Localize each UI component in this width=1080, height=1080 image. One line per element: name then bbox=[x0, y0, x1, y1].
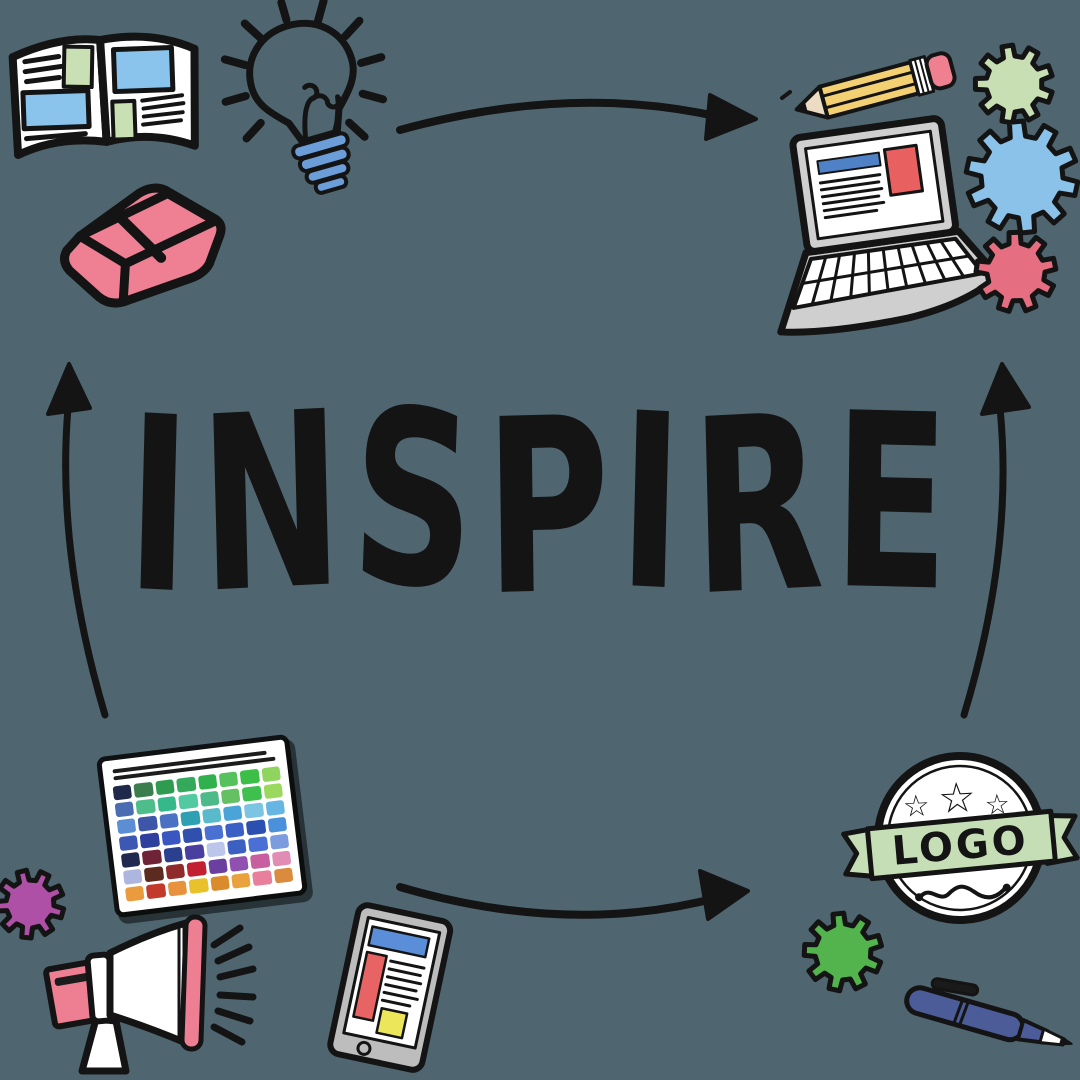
laptop-screen bbox=[789, 115, 959, 255]
pen-icon bbox=[904, 977, 1073, 1047]
palette-swatch bbox=[157, 796, 177, 813]
palette-swatch bbox=[161, 829, 182, 846]
star-icon: ☆ bbox=[937, 772, 977, 823]
palette-icon bbox=[101, 739, 303, 913]
gear-stack bbox=[963, 42, 1080, 314]
palette-swatch bbox=[114, 801, 135, 818]
gear-blue-icon bbox=[963, 118, 1080, 236]
palette-swatch bbox=[252, 869, 273, 887]
title-letter: P bbox=[482, 366, 615, 651]
palette-swatch bbox=[220, 788, 241, 805]
palette-swatch bbox=[228, 855, 249, 872]
title-letter: N bbox=[196, 359, 350, 649]
book-left-page bbox=[20, 44, 95, 142]
palette-swatch bbox=[124, 885, 145, 902]
gear-green-icon bbox=[801, 910, 885, 994]
palette-swatch bbox=[261, 766, 281, 783]
palette-swatch bbox=[269, 833, 290, 850]
arrow-bottom-icon bbox=[396, 869, 750, 921]
palette-swatch bbox=[201, 807, 222, 824]
gear-green-light-icon bbox=[972, 42, 1055, 126]
palette-swatch bbox=[209, 875, 230, 892]
star-icon: ☆ bbox=[902, 789, 931, 825]
palette-swatch bbox=[224, 821, 245, 839]
eraser-icon bbox=[60, 183, 226, 308]
palette-swatch bbox=[133, 781, 154, 798]
bulb-rays bbox=[220, 0, 388, 143]
palette-swatch bbox=[116, 818, 137, 835]
palette-swatch bbox=[120, 851, 141, 868]
palette-swatch bbox=[197, 773, 218, 791]
palette-swatch bbox=[231, 872, 251, 889]
gear-red-icon bbox=[973, 229, 1059, 314]
palette-swatch bbox=[267, 816, 288, 833]
palette-swatch bbox=[137, 815, 158, 832]
arrow-right-icon bbox=[960, 362, 1031, 719]
palette-swatch bbox=[176, 776, 197, 793]
arrow-left-icon bbox=[46, 362, 109, 719]
palette-swatch bbox=[178, 793, 199, 810]
palette-swatch bbox=[199, 790, 220, 807]
palette-swatch bbox=[182, 827, 203, 844]
home-button bbox=[356, 1040, 372, 1056]
palette-swatch bbox=[163, 846, 184, 863]
palette-swatch bbox=[188, 877, 209, 894]
palette-swatch bbox=[186, 860, 207, 878]
palette-swatch bbox=[250, 853, 271, 870]
palette-swatch bbox=[159, 812, 180, 830]
title-letter: S bbox=[347, 356, 484, 647]
megaphone-icon bbox=[43, 914, 257, 1075]
bulb-base bbox=[291, 131, 351, 195]
page-title: INSPIRE bbox=[0, 339, 1080, 668]
palette-swatch bbox=[165, 863, 186, 880]
sound-lines bbox=[210, 924, 257, 1046]
palette-swatch bbox=[271, 850, 292, 867]
palette-swatch bbox=[243, 802, 264, 819]
lightbulb-icon bbox=[220, 0, 388, 195]
palette-swatch bbox=[142, 849, 162, 866]
palette-swatch bbox=[135, 798, 156, 815]
palette-swatch bbox=[239, 768, 260, 785]
palette-swatch bbox=[139, 832, 160, 849]
palette-swatch bbox=[248, 836, 269, 853]
open-book-icon bbox=[8, 32, 199, 159]
palette-swatch bbox=[265, 799, 286, 817]
palette-swatch bbox=[273, 867, 294, 884]
palette-swatch bbox=[154, 779, 175, 796]
book-right-page bbox=[110, 45, 186, 142]
palette-swatch bbox=[207, 858, 228, 875]
palette-swatch bbox=[118, 834, 139, 852]
palette-swatch bbox=[205, 841, 226, 858]
palette-swatch bbox=[226, 838, 247, 855]
title-letter: I bbox=[615, 361, 690, 647]
palette-swatch bbox=[112, 784, 133, 801]
palette-swatch bbox=[180, 810, 201, 827]
arrow-top-icon bbox=[396, 93, 758, 141]
ribbon: LOGO bbox=[841, 808, 1080, 882]
title-letter: R bbox=[689, 363, 831, 651]
logo-badge-icon: ☆ ☆ ☆ LOGO bbox=[841, 752, 1080, 924]
pencil-icon bbox=[780, 51, 957, 120]
palette-swatch bbox=[167, 880, 188, 897]
palette-swatch bbox=[241, 785, 262, 802]
title-letter: E bbox=[831, 361, 956, 647]
palette-swatch bbox=[246, 819, 266, 836]
palette-swatch bbox=[263, 783, 284, 800]
palette-swatch bbox=[122, 868, 143, 885]
palette-swatch bbox=[184, 844, 205, 861]
tablet-icon bbox=[327, 902, 454, 1073]
palette-grid bbox=[112, 766, 294, 902]
palette-swatch bbox=[222, 805, 243, 822]
gear-magenta-icon bbox=[0, 867, 67, 941]
palette-swatch bbox=[144, 866, 165, 883]
palette-swatch bbox=[146, 883, 167, 900]
laptop-icon bbox=[777, 115, 1002, 336]
palette-swatch bbox=[218, 771, 239, 788]
palette-swatch bbox=[203, 824, 224, 841]
